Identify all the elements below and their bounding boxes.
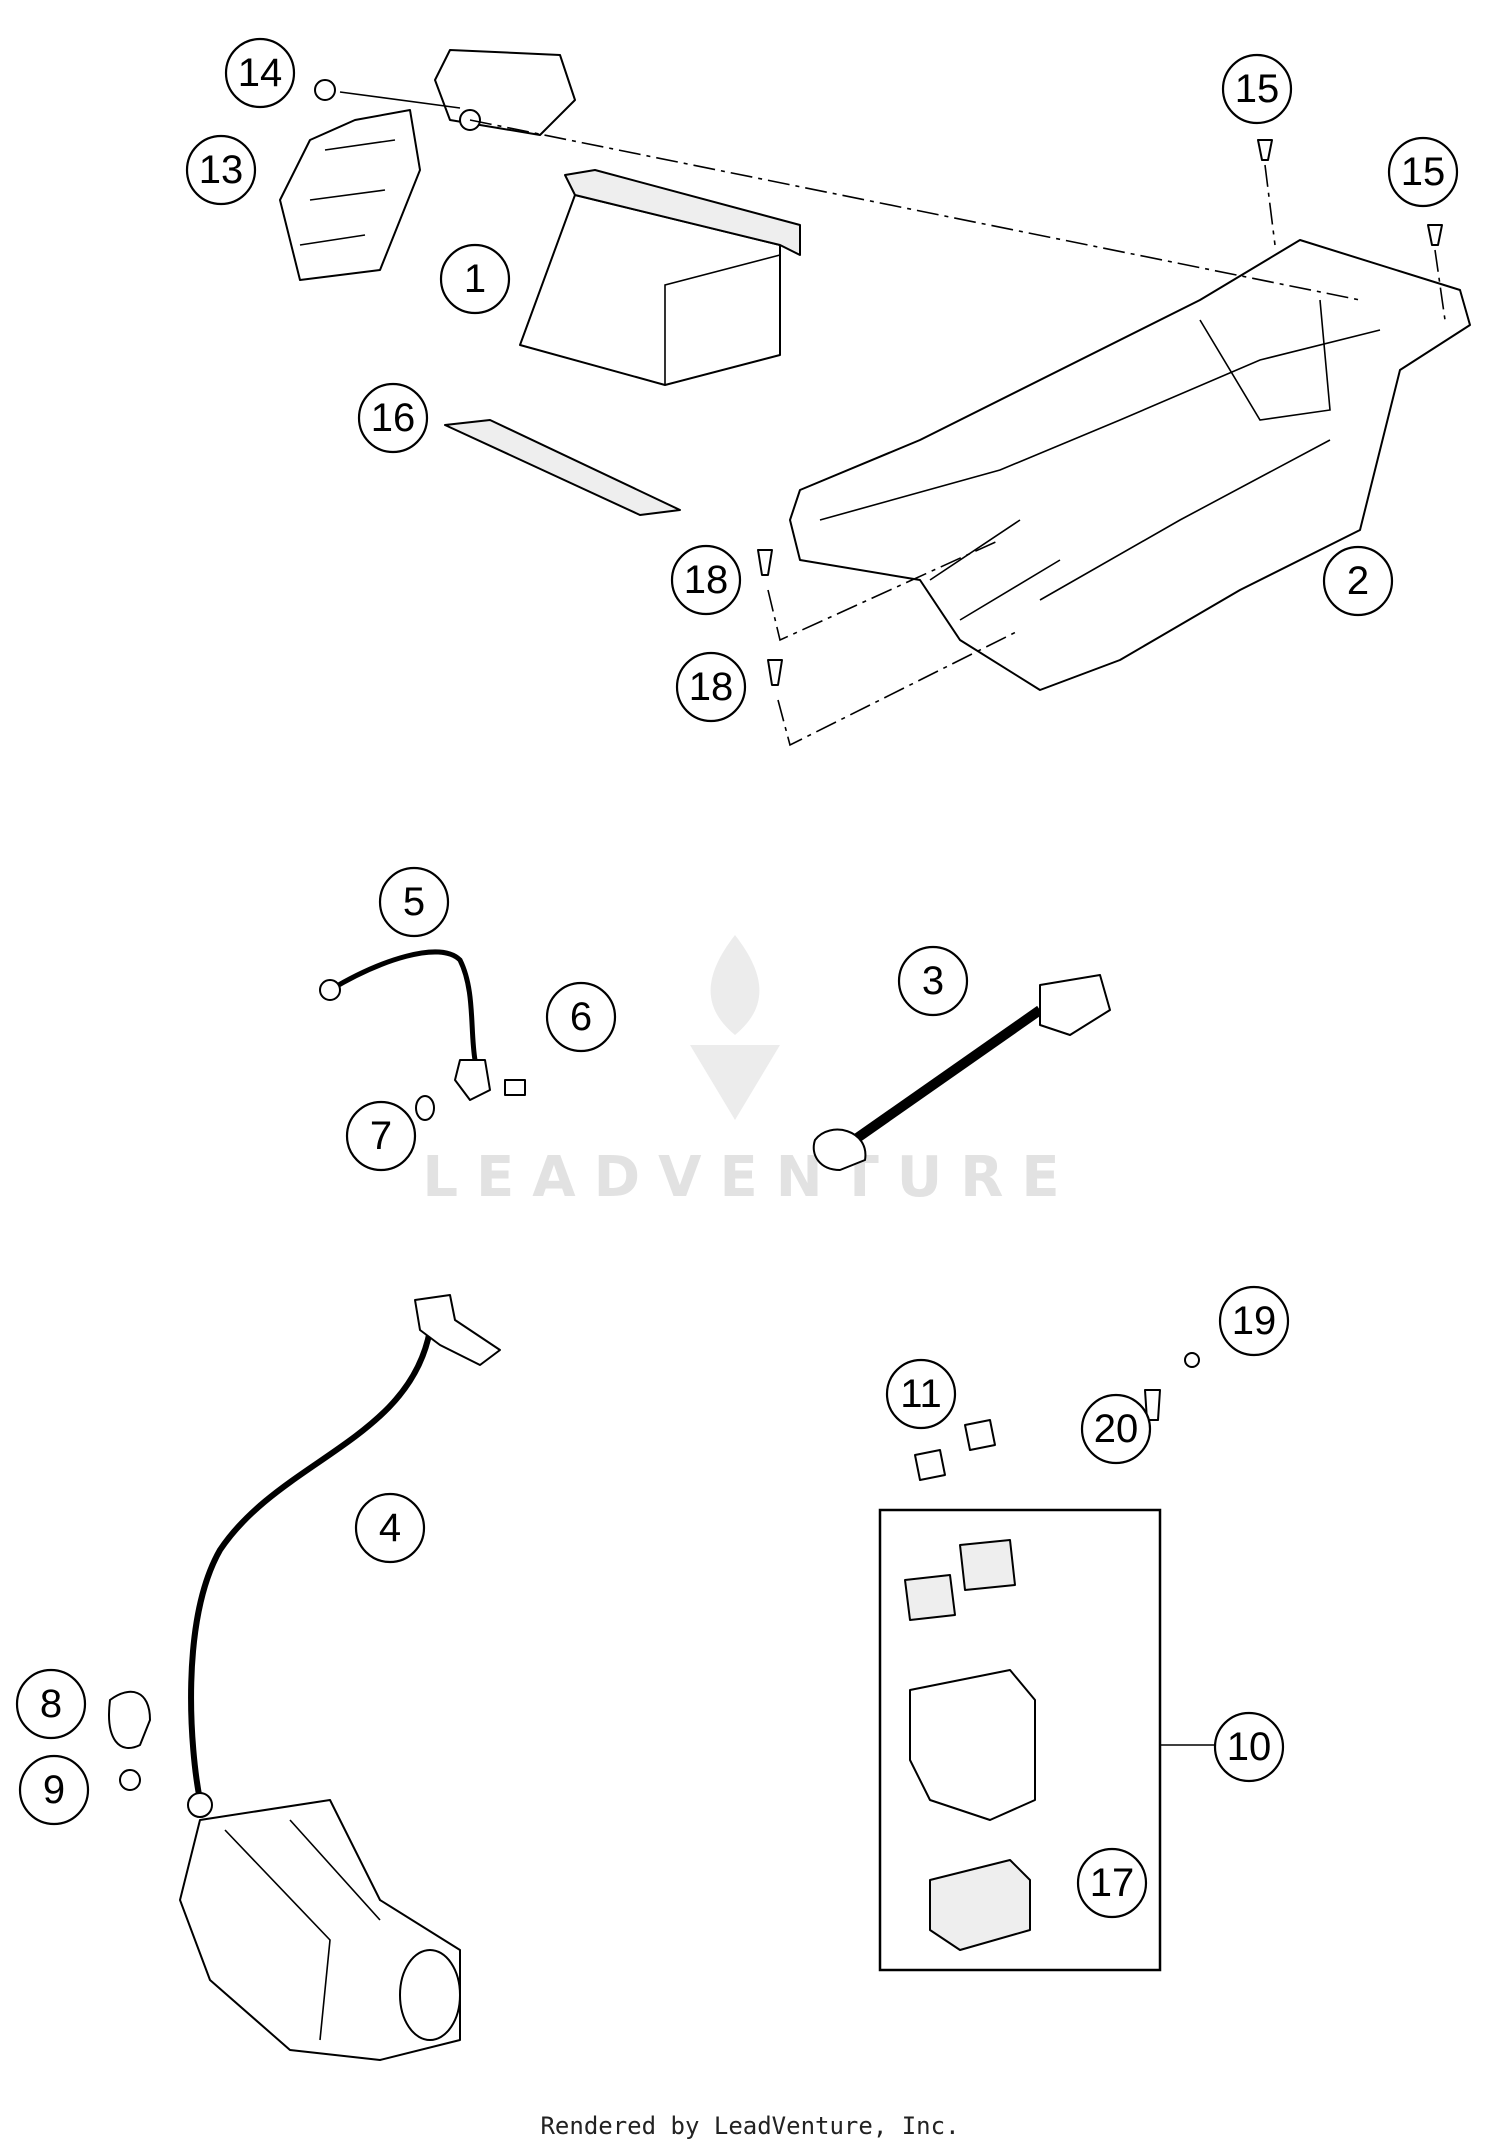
battery-box-part: [789, 239, 1471, 691]
callout-4: 4: [354, 1492, 426, 1564]
nut-19: [1184, 1352, 1200, 1368]
relay-cover-17: [929, 1859, 1031, 1951]
screw-15a: [1257, 139, 1273, 161]
svg-text:6: 6: [570, 995, 592, 1039]
callout-16: 16: [357, 382, 429, 454]
battery-holder-assembly: [279, 49, 1471, 747]
cable-3-boot-a: [812, 1128, 867, 1171]
callout-2: 2: [1322, 545, 1394, 617]
svg-text:7: 7: [370, 1114, 392, 1158]
svg-text:15: 15: [1235, 67, 1280, 111]
callout-20: 20: [1080, 1393, 1152, 1465]
screw-15b: [1427, 224, 1443, 246]
svg-text:16: 16: [371, 396, 416, 440]
relay-kit-box: [878, 1508, 1162, 1972]
cable-4-lug: [187, 1792, 213, 1818]
boot-8: [108, 1690, 151, 1749]
leadventure-watermark: LEADVENTURE: [422, 935, 1077, 1210]
svg-text:10: 10: [1227, 1725, 1272, 1769]
screw-18b: [767, 659, 783, 686]
cable-5-lug-a: [319, 979, 341, 1001]
starter-relay-part: [909, 1669, 1036, 1821]
watermark-text: LEADVENTURE: [422, 1145, 1077, 1210]
battery-pad-part: [444, 419, 681, 516]
bolt-6: [504, 1079, 526, 1096]
svg-text:9: 9: [43, 1768, 65, 1812]
relay-fuse-b: [959, 1539, 1016, 1591]
callout-17: 17: [1076, 1847, 1148, 1919]
callout-13: 13: [185, 134, 257, 206]
ground-cable-assembly: [319, 949, 1111, 1171]
svg-text:15: 15: [1401, 150, 1446, 194]
svg-text:18: 18: [684, 558, 729, 602]
nut-9: [119, 1769, 141, 1791]
svg-text:17: 17: [1090, 1861, 1135, 1905]
washer-7: [415, 1095, 435, 1121]
callout-18b: 18: [675, 651, 747, 723]
fuse-11a: [914, 1449, 946, 1481]
callout-18a: 18: [670, 544, 742, 616]
svg-text:11: 11: [900, 1372, 942, 1416]
callout-7: 7: [345, 1100, 417, 1172]
svg-text:5: 5: [403, 880, 425, 924]
screw-18a: [757, 549, 773, 576]
callout-1: 1: [439, 243, 511, 315]
relay-fuse-a: [904, 1574, 956, 1621]
svg-text:20: 20: [1094, 1407, 1139, 1451]
svg-text:1: 1: [464, 257, 486, 301]
nut-14: [314, 79, 336, 101]
callout-11: 11: [885, 1358, 957, 1430]
cable-5-lug-b: [454, 1059, 491, 1101]
starter-gear: [399, 1949, 461, 2041]
credit-footer: Rendered by LeadVenture, Inc.: [540, 2112, 960, 2140]
pin-20: [1144, 1389, 1161, 1421]
svg-text:13: 13: [199, 148, 244, 192]
svg-text:8: 8: [40, 1682, 62, 1726]
callout-10: 10: [1213, 1711, 1285, 1783]
svg-text:3: 3: [922, 959, 944, 1003]
cover-part: [434, 49, 576, 136]
callout-9: 9: [18, 1754, 90, 1826]
callout-6: 6: [545, 981, 617, 1053]
cable-3-boot-b: [1039, 974, 1111, 1036]
callout-5: 5: [378, 866, 450, 938]
callout-3: 3: [897, 945, 969, 1017]
callout-14: 14: [224, 37, 296, 109]
starter-assembly: [108, 1294, 1215, 2061]
svg-text:18: 18: [689, 665, 734, 709]
fuse-11b: [964, 1419, 996, 1451]
callout-15a: 15: [1221, 53, 1293, 125]
callout-8: 8: [15, 1668, 87, 1740]
svg-text:4: 4: [379, 1506, 401, 1550]
callout-15b: 15: [1387, 136, 1459, 208]
callout-19: 19: [1218, 1285, 1290, 1357]
cable-4-terminal: [414, 1294, 501, 1366]
svg-text:2: 2: [1347, 559, 1369, 603]
svg-text:14: 14: [238, 51, 283, 95]
svg-text:19: 19: [1232, 1299, 1277, 1343]
